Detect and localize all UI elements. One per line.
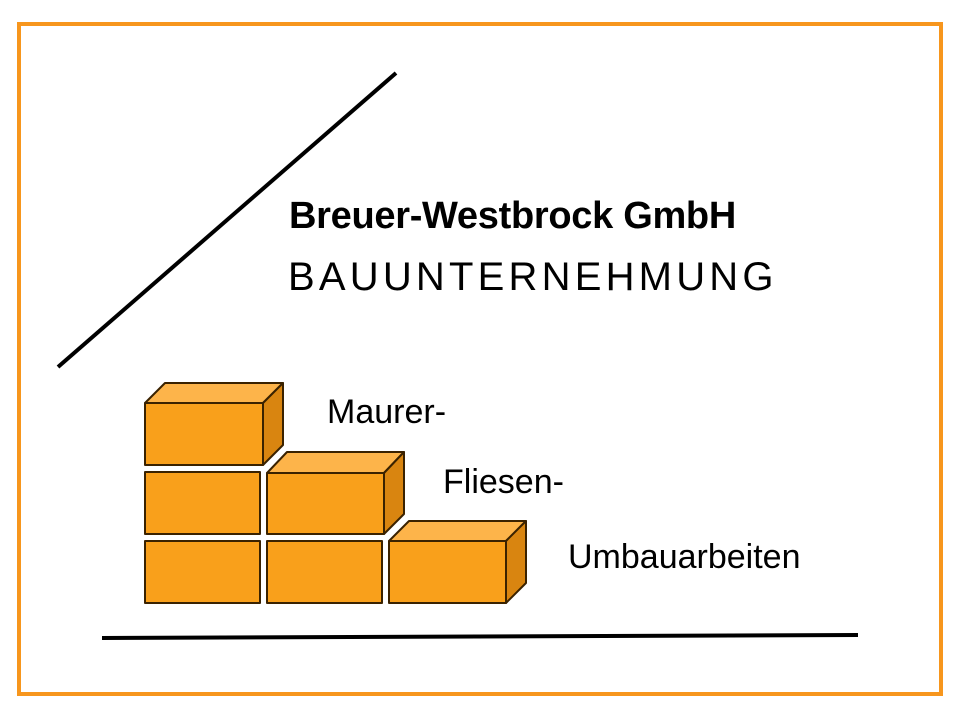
company-name: Breuer-Westbrock GmbH xyxy=(289,195,736,237)
brick-middle-left xyxy=(144,471,261,535)
brick-top xyxy=(144,382,284,466)
roof-line xyxy=(56,71,398,369)
brick-middle-right xyxy=(266,451,405,535)
company-subtitle: BAUUNTERNEHMUNG xyxy=(288,255,778,299)
ground-line xyxy=(101,633,859,640)
brick-bottom-left xyxy=(144,540,261,604)
service-masonry: Maurer- xyxy=(327,393,447,431)
brick-bottom-middle xyxy=(266,540,383,604)
brick-bottom-right xyxy=(388,520,527,604)
service-tiling: Fliesen- xyxy=(443,463,564,501)
service-renovation: Umbauarbeiten xyxy=(568,538,801,576)
logo-frame xyxy=(17,22,943,696)
bricks-icon xyxy=(144,382,527,604)
